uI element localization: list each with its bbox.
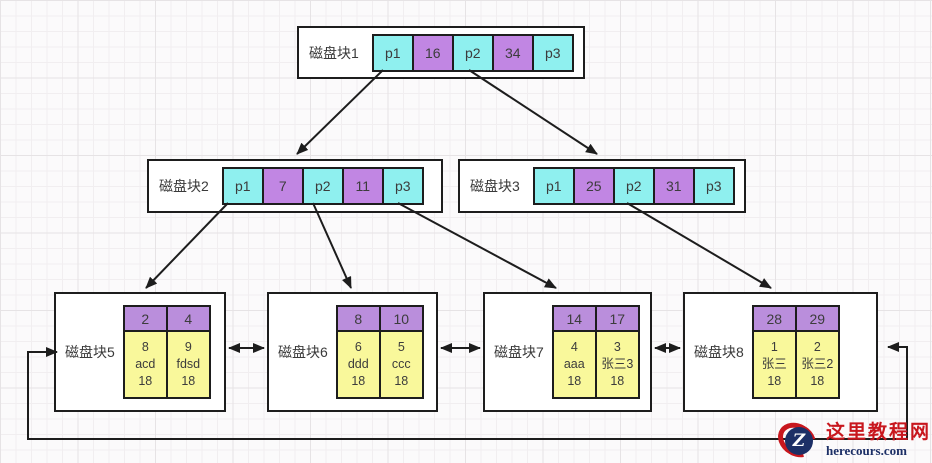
key-cell: 16 bbox=[411, 33, 454, 72]
pointer-cell: p3 bbox=[692, 167, 735, 205]
record-cell: 4 aaa 18 bbox=[551, 330, 597, 399]
record-field: 18 bbox=[181, 373, 196, 388]
pointer-cell: p2 bbox=[451, 33, 494, 72]
arrow-block2-to-block6 bbox=[312, 202, 352, 289]
arrow-block2-to-block7 bbox=[397, 202, 557, 289]
record-field: 张三3 bbox=[601, 357, 634, 372]
key-cell: 7 bbox=[261, 167, 304, 205]
key-cell: 10 bbox=[378, 305, 424, 332]
disk-block-label: 磁盘块2 bbox=[159, 178, 209, 194]
record-field: 2 bbox=[813, 340, 821, 355]
key-cell: 34 bbox=[491, 33, 534, 72]
record-cell: 6 ddd 18 bbox=[335, 330, 381, 399]
watermark-logo-icon: Z bbox=[771, 415, 823, 463]
disk-block-7: 磁盘块7 14 17 4 aaa 18 3 张三3 18 bbox=[483, 292, 652, 412]
record-field: 6 bbox=[354, 340, 362, 355]
key-cell: 31 bbox=[652, 167, 695, 205]
disk-block-label: 磁盘块5 bbox=[65, 344, 115, 360]
pointer-cell: p1 bbox=[532, 167, 575, 205]
record-cell: 9 fdsd 18 bbox=[165, 330, 211, 399]
disk-block-label: 磁盘块6 bbox=[278, 344, 328, 360]
record-field: 张三2 bbox=[801, 357, 834, 372]
logo-circle: Z bbox=[784, 427, 813, 455]
disk-block-2: 磁盘块2 p1 7 p2 11 p3 bbox=[147, 159, 443, 213]
record-field: 18 bbox=[567, 373, 582, 388]
record-field: acd bbox=[135, 357, 156, 372]
record-cell: 3 张三3 18 bbox=[594, 330, 640, 399]
record-field: 18 bbox=[610, 373, 625, 388]
key-cell: 17 bbox=[594, 305, 640, 332]
key-cell: 4 bbox=[165, 305, 211, 332]
record-field: 18 bbox=[138, 373, 153, 388]
record-field: aaa bbox=[563, 357, 585, 372]
record-field: 5 bbox=[397, 340, 405, 355]
record-field: ddd bbox=[347, 357, 369, 372]
pointer-cells: p1 16 p2 34 p3 bbox=[371, 33, 574, 72]
pointer-cells: p1 7 p2 11 p3 bbox=[221, 167, 424, 205]
key-cell: 8 bbox=[335, 305, 381, 332]
key-cell: 29 bbox=[794, 305, 840, 332]
key-cell: 25 bbox=[572, 167, 615, 205]
leaf-table: 14 17 4 aaa 18 3 张三3 18 bbox=[551, 305, 640, 399]
pointer-cell: p2 bbox=[612, 167, 655, 205]
arrow-block1-to-block3 bbox=[468, 69, 598, 155]
disk-block-label: 磁盘块8 bbox=[694, 344, 744, 360]
watermark-site-name: 这里教程网 bbox=[825, 422, 931, 444]
key-cell: 11 bbox=[341, 167, 384, 205]
record-field: fdsd bbox=[176, 357, 201, 372]
watermark: Z 这里教程网 herecours.com bbox=[771, 415, 931, 463]
arrow-block2-to-block5 bbox=[145, 202, 229, 289]
disk-block-5: 磁盘块5 2 4 8 acd 18 9 fdsd 18 bbox=[54, 292, 226, 412]
leaf-table: 2 4 8 acd 18 9 fdsd 18 bbox=[122, 305, 211, 399]
disk-block-6: 磁盘块6 8 10 6 ddd 18 5 ccc 18 bbox=[267, 292, 438, 412]
disk-block-label: 磁盘块1 bbox=[309, 44, 359, 61]
pointer-cell: p3 bbox=[381, 167, 424, 205]
pointer-cell: p3 bbox=[531, 33, 574, 72]
record-field: 1 bbox=[770, 340, 778, 355]
record-field: 18 bbox=[767, 373, 782, 388]
disk-block-label: 磁盘块3 bbox=[470, 178, 520, 194]
record-field: 张三 bbox=[761, 357, 787, 372]
record-field: ccc bbox=[391, 357, 411, 372]
record-field: 18 bbox=[351, 373, 366, 388]
pointer-cell: p1 bbox=[371, 33, 414, 72]
key-cell: 28 bbox=[751, 305, 797, 332]
record-field: 18 bbox=[810, 373, 825, 388]
pointer-cell: p2 bbox=[301, 167, 344, 205]
disk-block-label: 磁盘块7 bbox=[494, 344, 544, 360]
record-field: 9 bbox=[184, 340, 192, 355]
watermark-site-url: herecours.com bbox=[825, 442, 907, 458]
pointer-cells: p1 25 p2 31 p3 bbox=[532, 167, 735, 205]
logo-letter: Z bbox=[792, 431, 806, 451]
leaf-table: 28 29 1 张三 18 2 张三2 18 bbox=[751, 305, 840, 399]
disk-block-3: 磁盘块3 p1 25 p2 31 p3 bbox=[458, 159, 746, 213]
leaf-table: 8 10 6 ddd 18 5 ccc 18 bbox=[335, 305, 424, 399]
disk-block-8: 磁盘块8 28 29 1 张三 18 2 张三2 18 bbox=[683, 292, 878, 412]
key-cell: 14 bbox=[551, 305, 597, 332]
record-field: 3 bbox=[613, 340, 621, 355]
record-cell: 2 张三2 18 bbox=[794, 330, 840, 399]
record-cell: 5 ccc 18 bbox=[378, 330, 424, 399]
record-field: 4 bbox=[570, 340, 578, 355]
record-field: 8 bbox=[141, 340, 149, 355]
key-cell: 2 bbox=[122, 305, 168, 332]
disk-block-1: 磁盘块1 p1 16 p2 34 p3 bbox=[297, 26, 585, 79]
record-cell: 8 acd 18 bbox=[122, 330, 168, 399]
watermark-text: 这里教程网 herecours.com bbox=[826, 423, 931, 459]
record-field: 18 bbox=[394, 373, 409, 388]
pointer-cell: p1 bbox=[221, 167, 264, 205]
arrow-block1-to-block2 bbox=[296, 69, 384, 155]
record-cell: 1 张三 18 bbox=[751, 330, 797, 399]
arrow-block3-to-block8 bbox=[626, 202, 772, 289]
